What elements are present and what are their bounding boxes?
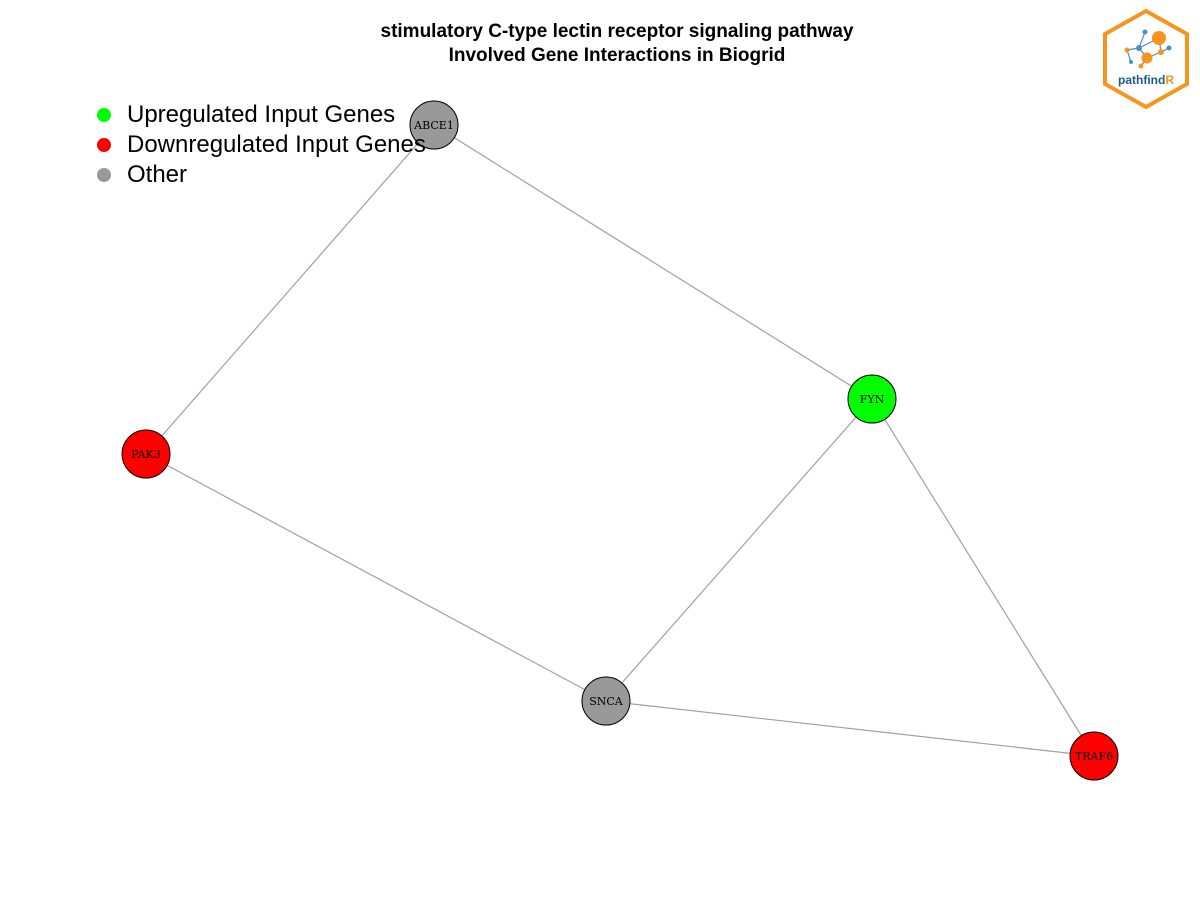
- legend: Upregulated Input Genes Downregulated In…: [97, 100, 426, 190]
- node-circle-traf6: [1069, 731, 1119, 781]
- title-line-2: Involved Gene Interactions in Biogrid: [448, 45, 786, 66]
- edge-pak3-snca: [145, 453, 607, 702]
- legend-label-other: Other: [127, 161, 188, 188]
- chart-title: stimulatory C-type lectin receptor signa…: [0, 20, 1200, 68]
- node-circle-snca: [581, 676, 631, 726]
- legend-dot-upregulated: [97, 108, 111, 122]
- node-label-fyn: FYN: [860, 393, 885, 406]
- node-circle-abce1: [409, 100, 459, 150]
- network-edges: [145, 124, 1095, 757]
- node-label-snca: SNCA: [589, 695, 624, 708]
- node-circle-pak3: [121, 429, 171, 479]
- pathfindr-logo: pathfindR: [1103, 8, 1189, 110]
- legend-item-upregulated: Upregulated Input Genes: [97, 100, 426, 130]
- logo-text-accent: R: [1165, 73, 1174, 87]
- legend-label-downregulated: Downregulated Input Genes: [127, 131, 426, 158]
- logo-text: pathfindR: [1118, 73, 1174, 87]
- legend-label-upregulated: Upregulated Input Genes: [127, 101, 396, 128]
- logo-network-nodes: [1124, 29, 1172, 69]
- edge-fyn-snca: [605, 398, 873, 702]
- node-fyn: FYN: [847, 374, 897, 424]
- node-traf6: TRAF6: [1069, 731, 1119, 781]
- edge-abce1-fyn: [433, 124, 873, 400]
- node-pak3: PAK3: [121, 429, 171, 479]
- legend-item-downregulated: Downregulated Input Genes: [97, 130, 426, 160]
- legend-item-other: Other: [97, 160, 426, 190]
- legend-dot-downregulated: [97, 138, 111, 152]
- title-line-1: stimulatory C-type lectin receptor signa…: [380, 21, 854, 42]
- node-label-abce1: ABCE1: [413, 119, 454, 132]
- node-snca: SNCA: [581, 676, 631, 726]
- edge-fyn-traf6: [871, 398, 1095, 757]
- edge-abce1-pak3: [145, 124, 435, 455]
- node-abce1: ABCE1: [409, 100, 459, 150]
- node-label-pak3: PAK3: [131, 448, 161, 461]
- edge-snca-traf6: [605, 700, 1095, 757]
- node-label-traf6: TRAF6: [1075, 750, 1113, 763]
- node-circle-fyn: [847, 374, 897, 424]
- legend-dot-other: [97, 168, 111, 182]
- logo-text-main: pathfind: [1118, 73, 1165, 87]
